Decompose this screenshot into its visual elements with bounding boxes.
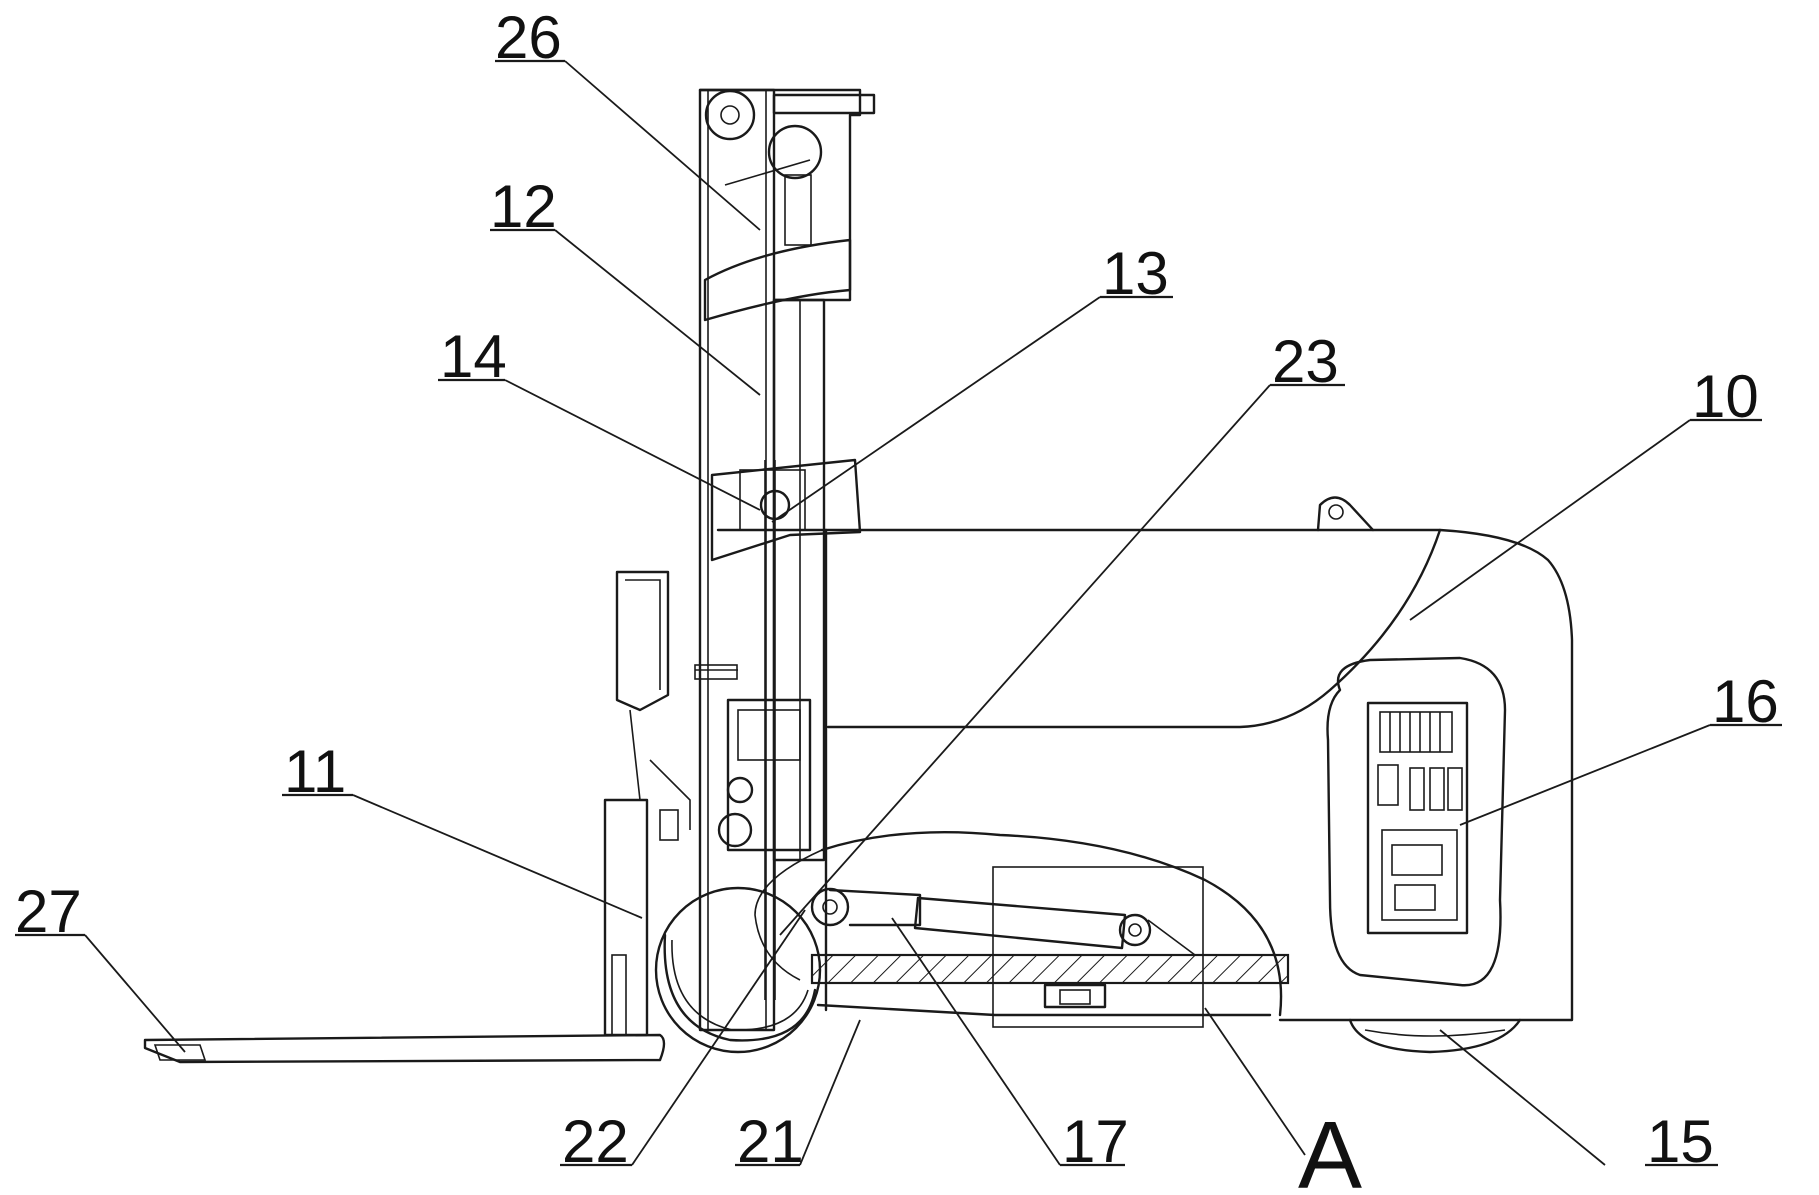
truck-body — [716, 496, 1574, 1022]
drive-wheel — [654, 886, 822, 1054]
controller-cutaway — [1326, 656, 1507, 987]
load-backrest — [603, 570, 691, 1037]
label-23: 23 — [1272, 328, 1339, 395]
label-17: 17 — [1062, 1108, 1129, 1175]
label-10: 10 — [1692, 363, 1759, 430]
label-A: A — [1298, 1102, 1362, 1195]
label-underlines — [15, 59, 1782, 1167]
label-15: 15 — [1647, 1108, 1714, 1175]
lower-housing — [754, 830, 1290, 1028]
label-14: 14 — [440, 323, 507, 390]
label-11: 11 — [284, 738, 346, 805]
label-27: 27 — [15, 878, 82, 945]
label-26: 26 — [495, 4, 562, 71]
leader-lines — [84, 60, 1711, 1166]
rear-wheel — [1348, 1018, 1522, 1054]
label-22: 22 — [562, 1108, 629, 1175]
label-13: 13 — [1102, 240, 1169, 307]
mast — [694, 88, 876, 1032]
label-21: 21 — [737, 1108, 804, 1175]
label-16: 16 — [1712, 668, 1779, 735]
label-12: 12 — [490, 173, 557, 240]
fork — [143, 1033, 666, 1064]
